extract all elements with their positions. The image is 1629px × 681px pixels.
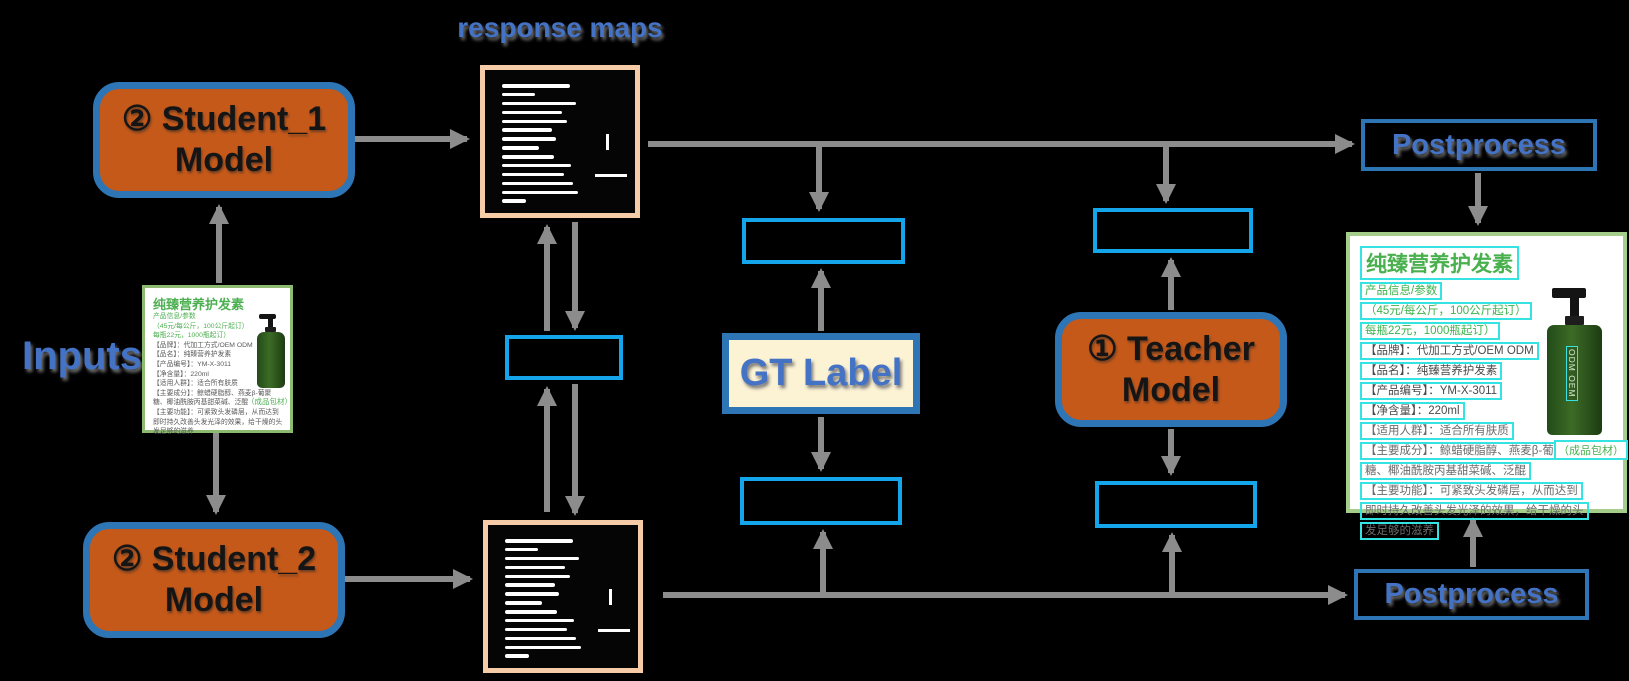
gt-label-node: GT Label bbox=[722, 333, 920, 414]
output-card-package-note: （成品包材） bbox=[1554, 440, 1628, 460]
student1-model-node: ② Student_1 Model bbox=[93, 82, 355, 198]
ocr-line-item: 【适用人群】：适合所有肤质 bbox=[1360, 422, 1514, 440]
response-map-mark bbox=[598, 629, 630, 633]
gt-loss-box-bottom bbox=[740, 477, 902, 525]
postprocess-bottom-node: Postprocess bbox=[1354, 569, 1589, 620]
teacher-loss-box-bottom bbox=[1095, 481, 1257, 528]
teacher-label-line2: Model bbox=[1121, 370, 1221, 409]
bottle-icon: ODM OEM bbox=[1546, 288, 1610, 438]
text-line-bar bbox=[502, 119, 568, 124]
text-line-bar bbox=[505, 601, 542, 605]
in-line-item: 【主要功能】：可紧致头发磷层，从而达到 bbox=[153, 408, 279, 416]
ocr-line-item: 即时持久改善头发光泽的效果，给干燥的头 bbox=[1360, 502, 1589, 520]
in-line-item: 【品名】：纯臻营养护发素 bbox=[153, 351, 232, 359]
text-line-bar bbox=[502, 137, 556, 141]
text-line-bar bbox=[505, 636, 577, 641]
response-map-2-lines bbox=[505, 539, 624, 658]
text-line-bar bbox=[502, 84, 570, 88]
text-line-bar bbox=[505, 610, 558, 614]
postprocess-top-node: Postprocess bbox=[1361, 119, 1597, 171]
text-line-bar bbox=[502, 199, 526, 203]
in-line-item: 【产品编号】：YM-X-3011 bbox=[153, 360, 232, 368]
in-line-item: 【品牌】：代加工方式/OEM ODM bbox=[153, 341, 253, 349]
text-line-bar bbox=[505, 618, 575, 623]
text-line-bar bbox=[502, 190, 579, 195]
student2-label-line2: Model bbox=[164, 581, 264, 619]
ocr-line-item: 发足够的滋养 bbox=[1360, 522, 1439, 540]
output-card-title: 纯臻营养护发素 bbox=[1360, 246, 1519, 280]
student1-label-line1: ② Student_1 bbox=[121, 100, 327, 139]
text-line-bar bbox=[505, 645, 582, 650]
teacher-loss-box-top bbox=[1093, 208, 1253, 253]
inputs-label: Inputs bbox=[22, 334, 142, 378]
in-line-item: （45元/每公斤，100公斤起订） bbox=[153, 322, 249, 330]
ocr-line-item: 产品信息/参数 bbox=[1360, 282, 1443, 300]
text-line-bar bbox=[502, 181, 574, 186]
in-line-item: 【适用人群】：适合所有肤质 bbox=[153, 380, 238, 388]
text-line-bar bbox=[502, 128, 552, 132]
student2-model-node: ② Student_2 Model bbox=[83, 522, 345, 638]
text-line-bar bbox=[505, 539, 573, 543]
gt-loss-box-top bbox=[742, 218, 905, 264]
in-line-item: 【主要成分】：鲸蜡硬脂醇、燕麦β-葡聚 bbox=[153, 389, 272, 397]
text-line-bar bbox=[502, 146, 539, 150]
ocr-line-item: 【品牌】：代加工方式/OEM ODM bbox=[1360, 342, 1539, 360]
distill-loss-box bbox=[505, 335, 623, 380]
response-map-2 bbox=[483, 520, 643, 673]
ocr-line-item: 【产品编号】：YM-X-3011 bbox=[1360, 382, 1503, 400]
text-line-bar bbox=[505, 583, 555, 587]
response-map-mark bbox=[595, 174, 627, 178]
output-card-text: 产品信息/参数 （45元/每公斤，100公斤起订） 每瓶22元，1000瓶起订） 【品… bbox=[1360, 282, 1589, 540]
bottle-label-text: ODM OEM bbox=[1566, 346, 1578, 401]
text-line-bar bbox=[502, 155, 555, 159]
in-line-item: 发足够的滋养 bbox=[153, 428, 194, 436]
in-line-item: 即时持久改善头发光泽的效果，给干燥的头 bbox=[153, 418, 283, 426]
input-product-card: 纯臻营养护发素 产品信息/参数 （45元/每公斤，100公斤起订） 每瓶22元，10… bbox=[142, 285, 293, 435]
text-line-bar bbox=[505, 654, 529, 658]
text-line-bar bbox=[505, 627, 567, 632]
text-line-bar bbox=[505, 565, 565, 570]
text-line-bar bbox=[502, 163, 572, 168]
ocr-line-item: 【品名】：纯臻营养护发素 bbox=[1360, 362, 1503, 380]
text-line-bar bbox=[502, 172, 564, 177]
text-line-bar bbox=[505, 547, 539, 552]
bottle-icon bbox=[255, 314, 289, 390]
response-map-mark bbox=[606, 134, 609, 151]
text-line-bar bbox=[505, 574, 571, 579]
input-card-text: 产品信息/参数（45元/每公斤，100公斤起订）每瓶22元，1000瓶起订）【品… bbox=[153, 312, 283, 437]
in-line-item: 糖、椰油酰胺丙基甜菜碱、泛醌 bbox=[153, 399, 249, 407]
text-line-bar bbox=[505, 556, 579, 561]
teacher-model-node: ① Teacher Model bbox=[1055, 312, 1287, 427]
text-line-bar bbox=[502, 110, 562, 115]
postprocess-top-label: Postprocess bbox=[1391, 128, 1567, 161]
response-maps-title: response maps bbox=[457, 12, 663, 43]
ocr-line-item: 【净含量】：220ml bbox=[1360, 402, 1465, 420]
response-map-1-lines bbox=[502, 84, 621, 203]
in-line-item: 每瓶22元，1000瓶起订） bbox=[153, 332, 231, 340]
postprocess-bottom-label: Postprocess bbox=[1384, 578, 1559, 610]
ocr-line-item: 糖、椰油酰胺丙基甜菜碱、泛醌 bbox=[1360, 462, 1531, 480]
text-line-bar bbox=[502, 101, 576, 106]
student1-label-line2: Model bbox=[174, 141, 274, 179]
teacher-label-line1: ① Teacher bbox=[1087, 329, 1255, 368]
response-map-1 bbox=[480, 65, 640, 218]
ocr-line-item: （45元/每公斤，100公斤起订） bbox=[1360, 302, 1532, 320]
text-line-bar bbox=[502, 92, 536, 97]
student2-label-line1: ② Student_2 bbox=[111, 540, 317, 579]
in-line-item: 【净含量】：220ml bbox=[153, 370, 209, 378]
ocr-line-item: 每瓶22元，1000瓶起订） bbox=[1360, 322, 1501, 340]
gt-label-text: GT Label bbox=[739, 352, 903, 394]
text-line-bar bbox=[505, 592, 559, 596]
ocr-line-item: 【主要功能】：可紧致头发磷层，从而达到 bbox=[1360, 482, 1583, 500]
output-product-card: 纯臻营养护发素 产品信息/参数 （45元/每公斤，100公斤起订） 每瓶22元，10… bbox=[1346, 232, 1628, 540]
input-card-title: 纯臻营养护发素 bbox=[153, 297, 245, 312]
input-card-package-note: （成品包材） bbox=[247, 397, 292, 406]
ocr-line-item: 【主要成分】：鲸蜡硬脂醇、燕麦β-葡聚 bbox=[1360, 442, 1571, 460]
response-map-mark bbox=[609, 589, 612, 606]
in-line-item: 产品信息/参数 bbox=[153, 313, 196, 320]
